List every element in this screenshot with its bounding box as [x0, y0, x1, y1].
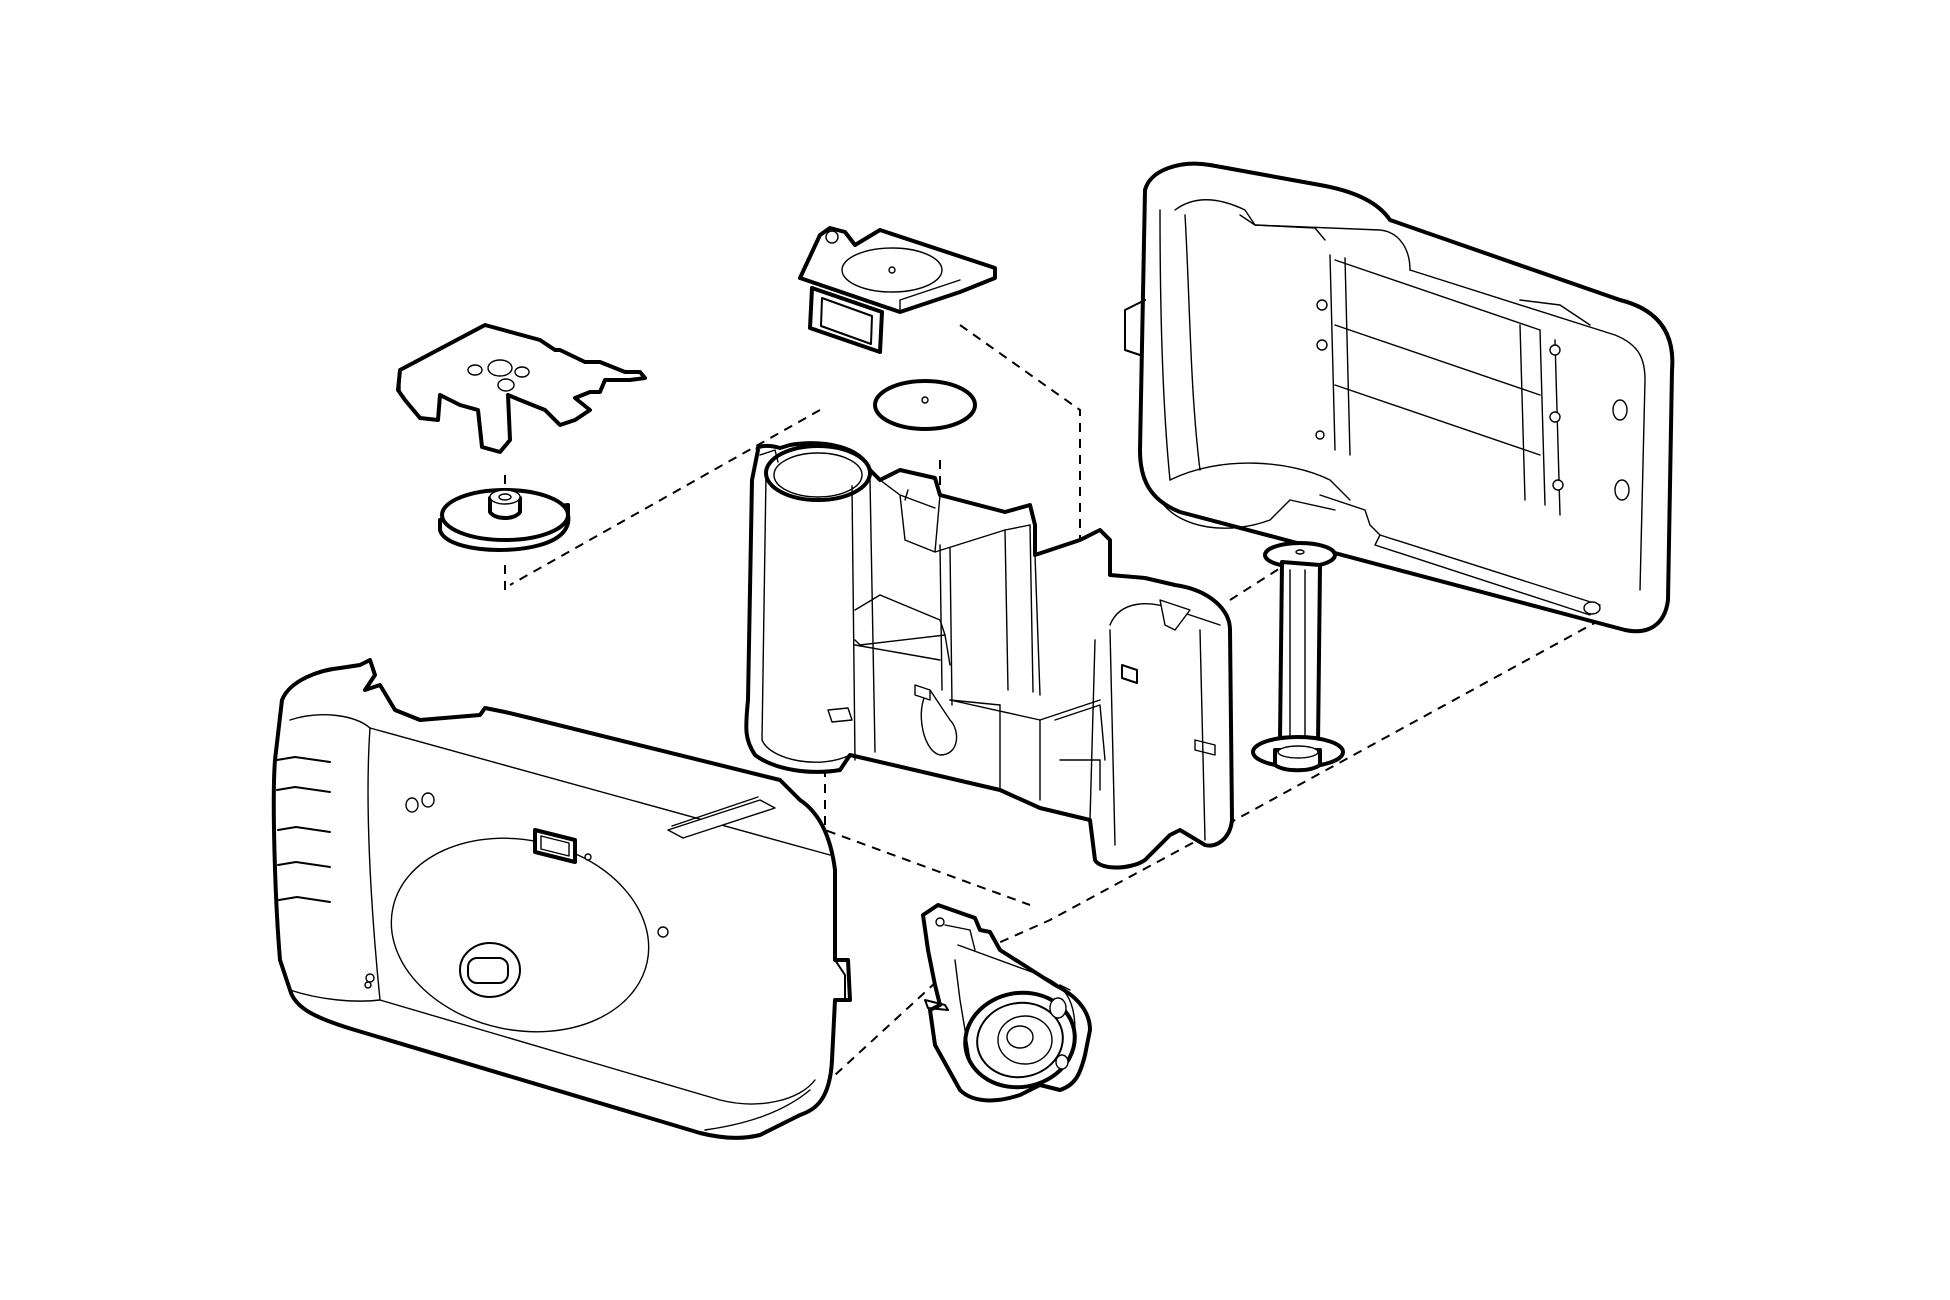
winding-gear — [438, 488, 571, 552]
front-cover — [271, 658, 852, 1140]
film-chassis — [744, 441, 1234, 870]
rear-cover — [1124, 161, 1675, 634]
top-bracket — [396, 323, 647, 454]
shutter-plate — [921, 903, 1092, 1103]
film-spool — [1251, 541, 1345, 773]
viewfinder-plate — [798, 226, 997, 354]
counter-disc — [873, 379, 977, 431]
